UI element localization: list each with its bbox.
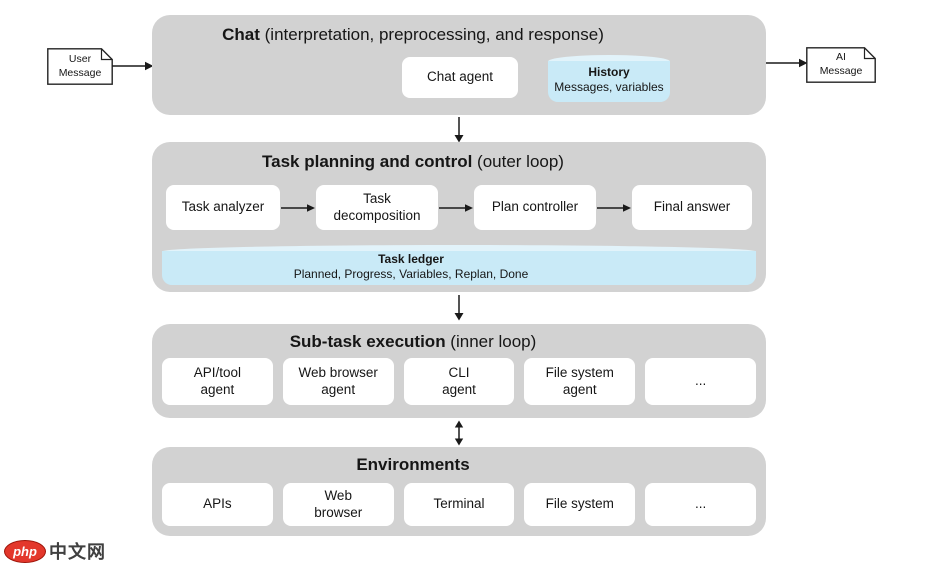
- note-shape-icon: [47, 48, 113, 85]
- file-system-box: File system: [524, 483, 636, 526]
- arrow-user-to-chat: [112, 61, 154, 71]
- watermark-text: 中文网: [49, 542, 106, 562]
- terminal-box: Terminal: [403, 483, 515, 526]
- planning-steps-row: Task analyzer Task decomposition Plan co…: [166, 185, 752, 230]
- cli-agent-box: CLI agent: [403, 358, 515, 405]
- arrow-execution-environments-bidirectional: [454, 420, 464, 446]
- chat-agent-label: Chat agent: [426, 69, 494, 85]
- chat-agent-box: Chat agent: [402, 57, 518, 98]
- web-browser-agent-box: Web browser agent: [282, 358, 394, 405]
- section-chat: Chat (interpretation, preprocessing, and…: [152, 15, 766, 115]
- arrow-controller-to-answer: [596, 185, 632, 230]
- history-subtitle: Messages, variables: [554, 80, 664, 94]
- planning-section-title: Task planning and control (outer loop): [106, 152, 720, 172]
- final-answer-box: Final answer: [632, 185, 752, 230]
- more-environments-box: ...: [645, 483, 756, 526]
- arrow-analyzer-to-decomposition: [280, 185, 316, 230]
- plan-controller-box: Plan controller: [474, 185, 596, 230]
- chat-title-rest: (interpretation, preprocessing, and resp…: [259, 25, 604, 44]
- file-system-agent-box: File system agent: [524, 358, 636, 405]
- note-shape-icon: [806, 47, 876, 83]
- planning-title-bold: Task planning and control: [262, 152, 473, 171]
- environments-title-bold: Environments: [356, 455, 470, 474]
- more-agents-box: ...: [645, 358, 756, 405]
- apis-box: APIs: [162, 483, 273, 526]
- environments-row: APIs Web browser Terminal File system ..…: [162, 483, 756, 526]
- task-analyzer-box: Task analyzer: [166, 185, 280, 230]
- cylinder-body: [162, 251, 756, 285]
- execution-section-title: Sub-task execution (inner loop): [106, 332, 720, 352]
- web-browser-box: Web browser: [282, 483, 394, 526]
- section-task-planning: Task planning and control (outer loop) T…: [152, 142, 766, 292]
- execution-agents-row: API/tool agent Web browser agent CLI age…: [162, 358, 756, 405]
- cylinder-body: [548, 61, 670, 102]
- api-tool-agent-box: API/tool agent: [162, 358, 273, 405]
- php-badge-icon: php: [4, 539, 46, 563]
- task-ledger-title: Task ledger: [378, 252, 444, 266]
- arrow-decomposition-to-controller: [438, 185, 474, 230]
- execution-title-rest: (inner loop): [445, 332, 537, 351]
- section-environments: Environments APIs Web browser Terminal F…: [152, 447, 766, 536]
- task-decomposition-box: Task decomposition: [316, 185, 438, 230]
- execution-title-bold: Sub-task execution: [289, 332, 446, 351]
- history-title: History: [588, 65, 630, 79]
- section-subtask-execution: Sub-task execution (inner loop) API/tool…: [152, 324, 766, 418]
- ai-message-note: AI Message: [806, 47, 876, 83]
- watermark-logo: php 中文网: [4, 538, 106, 564]
- history-cylinder: History Messages, variables: [548, 55, 670, 102]
- task-ledger-cylinder: Task ledger Planned, Progress, Variables…: [162, 245, 756, 285]
- task-ledger-subtitle: Planned, Progress, Variables, Replan, Do…: [293, 267, 529, 281]
- chat-section-title: Chat (interpretation, preprocessing, and…: [106, 25, 720, 45]
- user-message-label: User Message: [58, 52, 102, 79]
- arrow-planning-to-execution: [454, 295, 464, 321]
- arrow-chat-to-planning: [454, 117, 464, 143]
- user-message-note: User Message: [47, 48, 113, 85]
- arrow-chat-to-ai: [765, 58, 808, 68]
- environments-section-title: Environments: [106, 455, 720, 475]
- ai-message-label: AI Message: [819, 51, 863, 77]
- planning-title-rest: (outer loop): [472, 152, 564, 171]
- chat-title-bold: Chat: [222, 25, 260, 44]
